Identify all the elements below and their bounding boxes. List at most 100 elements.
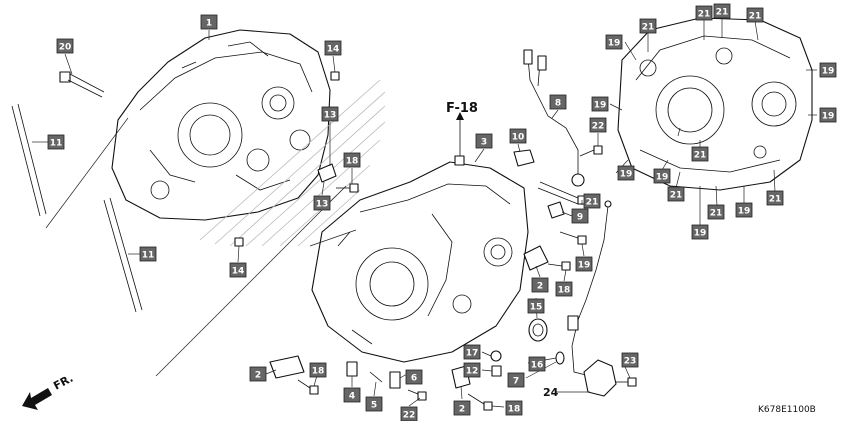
callout-number: 18 bbox=[558, 286, 571, 296]
callout-19: 19 bbox=[819, 107, 837, 123]
left-crankcase bbox=[111, 29, 331, 221]
callout-box bbox=[139, 246, 157, 262]
callout-number: 2 bbox=[255, 371, 261, 381]
callout-number: 16 bbox=[531, 361, 544, 371]
callout-box bbox=[746, 7, 764, 23]
bolt-23 bbox=[616, 377, 637, 387]
callout-number: 19 bbox=[608, 39, 621, 49]
callout-number: 19 bbox=[620, 170, 633, 180]
callout-19: 19 bbox=[735, 202, 753, 218]
callout-box bbox=[531, 277, 549, 293]
callout-10: 10 bbox=[509, 128, 527, 144]
callout-number: 19 bbox=[656, 173, 669, 183]
callout-number: 12 bbox=[466, 367, 479, 377]
callout-box bbox=[200, 14, 218, 30]
callout-22: 22 bbox=[400, 406, 418, 422]
callout-box bbox=[507, 372, 525, 388]
drawing-code: K678E1100B bbox=[758, 405, 816, 415]
callout-box bbox=[713, 3, 731, 19]
bolt-18-upper bbox=[336, 183, 359, 193]
callout-box bbox=[691, 224, 709, 240]
callout-box bbox=[56, 38, 74, 54]
callout-21: 21 bbox=[639, 18, 657, 34]
callout-box bbox=[707, 204, 725, 220]
callout-box bbox=[605, 34, 623, 50]
callout-box bbox=[571, 208, 589, 224]
callout-number: 21 bbox=[670, 191, 683, 201]
direction-label: FR. bbox=[51, 372, 75, 393]
callout-number: 11 bbox=[142, 251, 155, 261]
callout-number: 21 bbox=[716, 8, 729, 18]
callout-box bbox=[639, 18, 657, 34]
callout-8: 8 bbox=[549, 94, 567, 110]
callout-number: 23 bbox=[624, 357, 637, 367]
callout-number: 13 bbox=[316, 200, 329, 210]
callout-box bbox=[405, 369, 423, 385]
section-ref-label: F-18 bbox=[446, 101, 478, 116]
callout-number: 21 bbox=[710, 209, 723, 219]
callout-number: 15 bbox=[530, 303, 543, 313]
callout-18: 18 bbox=[343, 152, 361, 168]
callout-14: 14 bbox=[229, 262, 247, 278]
callout-14: 14 bbox=[324, 40, 342, 56]
callout-box bbox=[766, 190, 784, 206]
callout-18: 18 bbox=[309, 362, 327, 378]
callout-number: 3 bbox=[481, 138, 487, 148]
bolt-22-upper bbox=[579, 145, 603, 157]
callout-13: 13 bbox=[321, 106, 339, 122]
callout-box bbox=[555, 281, 573, 297]
collar-4 bbox=[346, 361, 358, 377]
callout-15: 15 bbox=[527, 298, 545, 314]
plug-12 bbox=[491, 365, 502, 377]
callout-number: 21 bbox=[769, 195, 782, 205]
cover-24 bbox=[583, 359, 617, 397]
front-arrow-icon bbox=[22, 388, 52, 410]
callout-number: 2 bbox=[459, 405, 465, 415]
callout-box bbox=[475, 133, 493, 149]
callout-box bbox=[549, 94, 567, 110]
cable-24 bbox=[567, 200, 612, 377]
callout-box bbox=[695, 5, 713, 21]
bolt-19-mid bbox=[559, 231, 587, 245]
callout-number: 13 bbox=[324, 111, 337, 121]
callout-number: 8 bbox=[555, 99, 561, 109]
callout-box bbox=[575, 256, 593, 272]
callout-box bbox=[453, 400, 471, 416]
callout-22: 22 bbox=[589, 117, 607, 133]
callout-box bbox=[313, 195, 331, 211]
leader-lines bbox=[32, 18, 817, 408]
spring-5 bbox=[369, 371, 383, 383]
sensor-10 bbox=[513, 149, 535, 167]
bolt-20 bbox=[59, 71, 105, 98]
callout-box bbox=[509, 128, 527, 144]
callout-number: 6 bbox=[411, 374, 417, 384]
callout-4: 4 bbox=[343, 387, 361, 403]
callout-box bbox=[617, 165, 635, 181]
direction-marker: FR. bbox=[22, 372, 75, 410]
callout-23: 23 bbox=[621, 352, 639, 368]
switch-6 bbox=[389, 371, 401, 389]
callout-number: 5 bbox=[371, 401, 377, 411]
callout-number: 2 bbox=[537, 282, 543, 292]
callout-1: 1 bbox=[200, 14, 218, 30]
bracket-2-left bbox=[269, 355, 305, 379]
callout-21: 21 bbox=[713, 3, 731, 19]
callout-box bbox=[343, 152, 361, 168]
oil-seal-15 bbox=[528, 318, 548, 342]
callout-box bbox=[463, 344, 481, 360]
callout-20: 20 bbox=[56, 38, 74, 54]
callout-box bbox=[463, 362, 481, 378]
callout-number: 11 bbox=[50, 139, 63, 149]
gasket-hatching bbox=[199, 79, 386, 247]
callout-box bbox=[527, 298, 545, 314]
callout-number: 19 bbox=[578, 261, 591, 271]
right-crankcase bbox=[617, 17, 813, 191]
callout-box bbox=[249, 366, 267, 382]
callout-box bbox=[583, 193, 601, 209]
callout-number: 21 bbox=[642, 23, 655, 33]
callout-number: 19 bbox=[822, 112, 835, 122]
callout-number: 21 bbox=[586, 198, 599, 208]
dowel-pin-14-upper bbox=[330, 71, 340, 81]
